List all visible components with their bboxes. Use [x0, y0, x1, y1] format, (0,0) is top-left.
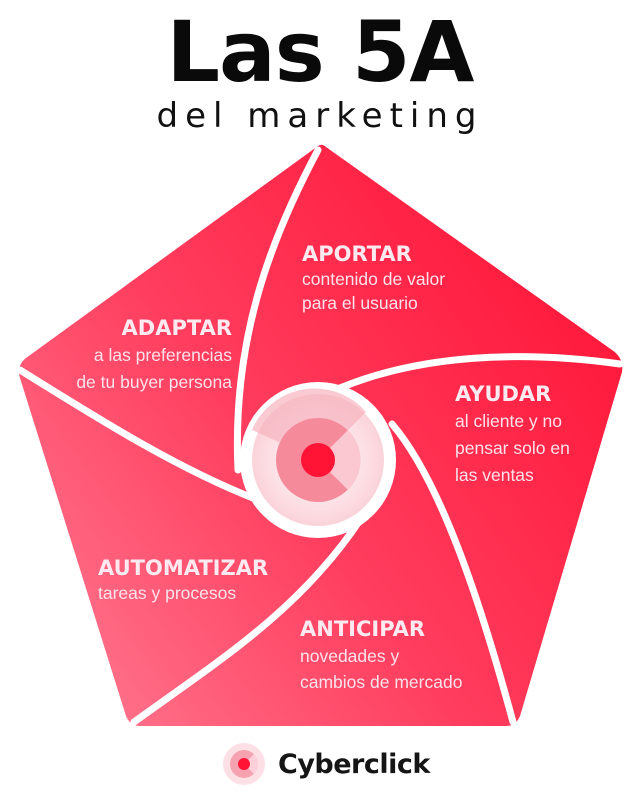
segment-aportar: APORTAR contenido de valor para el usuar…: [302, 241, 445, 315]
center-logo-icon: [240, 382, 396, 538]
segment-desc-line: al cliente y no: [455, 411, 563, 431]
segment-desc-line: pensar solo en: [455, 438, 570, 458]
segment-anticipar: ANTICIPAR novedades y cambios de mercado: [300, 616, 462, 694]
segment-automatizar: AUTOMATIZAR tareas y procesos: [98, 555, 268, 605]
segment-title: APORTAR: [302, 242, 412, 266]
segment-title: ANTICIPAR: [300, 617, 426, 641]
segment-adaptar: ADAPTAR a las preferencias de tu buyer p…: [30, 315, 232, 394]
segment-title: ADAPTAR: [121, 316, 232, 340]
segment-desc-line: las ventas: [455, 465, 534, 485]
footer-brand: Cyberclick: [222, 740, 430, 788]
segment-desc-line: cambios de mercado: [300, 672, 463, 692]
brand-name: Cyberclick: [278, 748, 430, 780]
segment-desc-line: de tu buyer persona: [76, 372, 232, 392]
segment-desc-line: novedades y: [300, 646, 400, 666]
segment-title: AUTOMATIZAR: [98, 556, 269, 580]
segment-desc-line: tareas y procesos: [98, 583, 237, 603]
page-title: Las 5A: [166, 3, 475, 101]
separator-automatizar-adaptar: [16, 366, 262, 504]
separator-aportar-ayudar: [336, 353, 624, 392]
segment-title: AYUDAR: [455, 382, 552, 406]
cyberclick-logo-icon: [223, 743, 265, 785]
segment-desc-line: para el usuario: [302, 293, 418, 313]
separator-aportar-adaptar: [233, 146, 322, 474]
separator-ayudar-anticipar: [388, 420, 517, 726]
separator-anticipar-automatizar: [130, 516, 364, 726]
segment-ayudar: AYUDAR al cliente y no pensar solo en la…: [455, 381, 570, 487]
segment-desc-line: contenido de valor: [302, 269, 446, 289]
segment-desc-line: a las preferencias: [93, 345, 232, 365]
page-subtitle: del marketing: [156, 96, 484, 136]
